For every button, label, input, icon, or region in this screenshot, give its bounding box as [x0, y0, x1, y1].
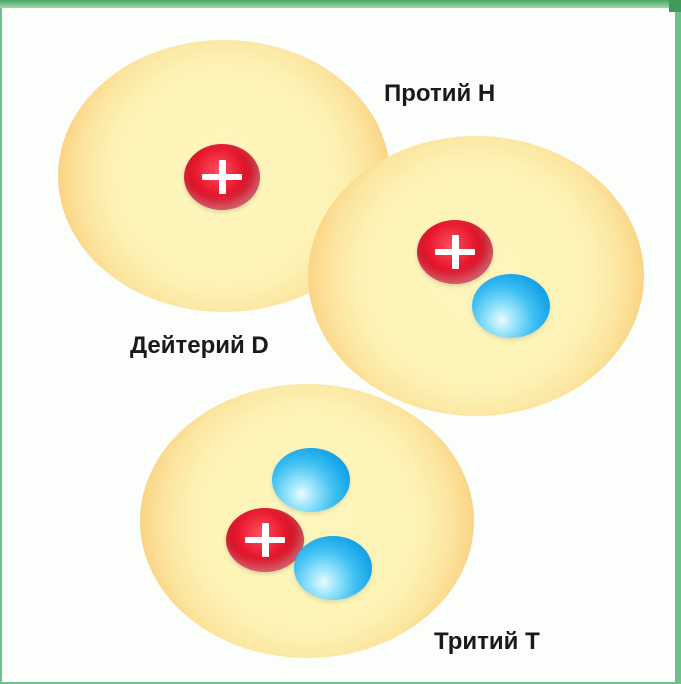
frame-top-bar: [0, 0, 681, 12]
deuterium-proton: [417, 220, 493, 284]
deuterium-label: Дейтерий D: [130, 332, 269, 359]
deuterium-neutron: [472, 274, 550, 338]
protium-label: Протий Н: [384, 80, 496, 107]
tritium-neutron-top: [272, 448, 350, 512]
tritium-proton: [226, 508, 304, 572]
tritium-label: Тритий Т: [434, 628, 540, 655]
tritium-electron-cloud: [140, 384, 474, 658]
protium-proton: [184, 144, 260, 210]
tritium-neutron-bottom: [294, 536, 372, 600]
